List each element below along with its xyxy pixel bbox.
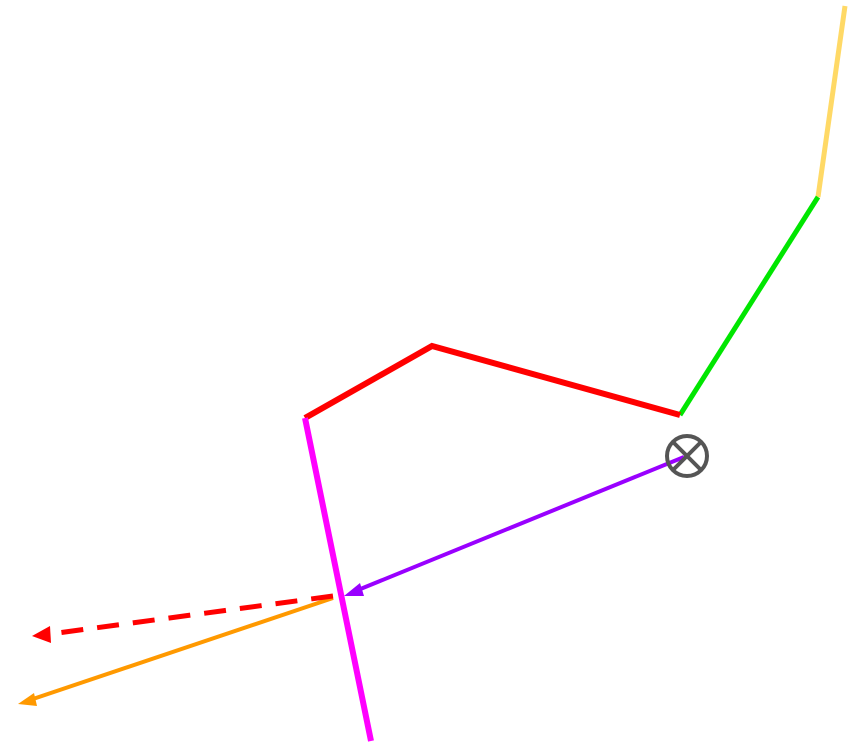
green-segment — [677, 195, 821, 417]
red-polyline — [303, 342, 681, 421]
orange-arrowhead — [18, 693, 37, 706]
yellow-segment — [815, 5, 848, 198]
purple-arrowhead — [344, 583, 364, 596]
red-dashed-arrowhead — [32, 626, 51, 643]
magenta-line — [302, 417, 374, 742]
orange-arrow — [29, 596, 334, 702]
red-dashed-arrow — [49, 593, 334, 637]
purple-arrow — [357, 455, 685, 592]
circle-cross-icon — [665, 434, 709, 478]
